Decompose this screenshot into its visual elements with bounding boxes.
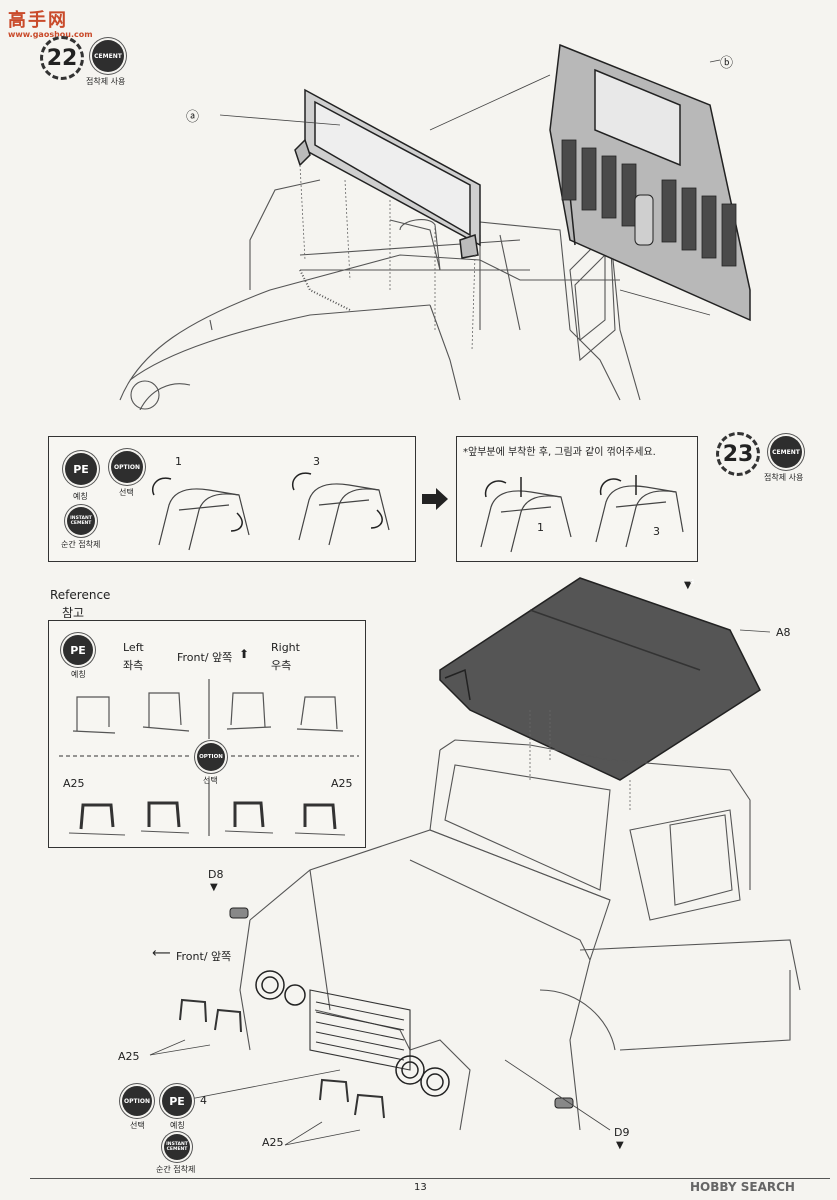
bottom-pe-badge: PE (162, 1086, 192, 1116)
pe-caption: 예칭 (73, 492, 88, 501)
bending-note: *앞부분에 부착한 후, 그림과 같이 꺾어주세요. (463, 447, 656, 458)
reference-panel: PE 예칭 Left 좌측 Front/ 앞쪽 ⬆ Right 우측 OPTIO… (48, 620, 366, 848)
reference-option-badge: OPTION (197, 743, 225, 771)
watermark-bottom: www.gaoshou.com (8, 30, 93, 39)
reference-pe-caption: 예칭 (71, 670, 86, 679)
pe-badge: PE (65, 453, 97, 485)
reference-right-en: Right (271, 641, 300, 654)
roof-part-marker-icon: ▼ (684, 580, 692, 591)
bottom-front-label: Front/ 앞쪽 (176, 950, 232, 963)
bottom-instant-cement-badge: INSTANT CEMENT (164, 1134, 190, 1160)
part-a-label: ⓐ (186, 110, 200, 125)
reference-option-caption: 선택 (203, 776, 218, 785)
bow-number-3-right: 3 (653, 525, 660, 538)
a25-upper-label: A25 (118, 1050, 140, 1063)
reference-a25-right: A25 (331, 777, 353, 790)
option-caption: 선택 (119, 488, 134, 497)
part-b-label: ⓑ (720, 56, 734, 71)
bow-number-1-right: 1 (537, 521, 544, 534)
instant-cement-badge: INSTANT CEMENT (67, 507, 95, 535)
reference-title-ko: 참고 (62, 606, 85, 620)
reference-title-en: Reference (50, 588, 111, 602)
bow-bending-panel-left: PE 예칭 OPTION 선택 INSTANT CEMENT 순간 접착제 1 … (48, 436, 416, 562)
part-a8-label: A8 (776, 626, 791, 639)
reference-left-en: Left (123, 641, 144, 654)
step-23-number: 23 (716, 432, 760, 476)
reference-front: Front/ 앞쪽 (177, 651, 233, 664)
reference-a25-left: A25 (63, 777, 85, 790)
cement-caption-23: 접착제 사용 (764, 473, 804, 482)
step-22-number: 22 (40, 36, 84, 80)
reference-right-ko: 우측 (271, 659, 292, 672)
bow-number-1: 1 (175, 455, 182, 468)
part-d8-label: D8 (208, 868, 224, 881)
a25-lower-label: A25 (262, 1136, 284, 1149)
instant-cement-caption: 순간 접착제 (61, 540, 101, 549)
reference-pe-badge: PE (63, 635, 93, 665)
bottom-pe-caption: 예칭 (170, 1121, 185, 1130)
reference-left-ko: 좌측 (123, 659, 144, 672)
step-22-illustration (119, 43, 751, 410)
step-23-illustration (149, 577, 801, 1146)
part-4-label: 4 (200, 1094, 207, 1107)
page-border-line (30, 1178, 830, 1179)
reference-diagram (59, 679, 359, 836)
watermark: 高手网 www.gaoshou.com (8, 6, 93, 39)
bottom-instant-cement-caption: 순간 접착제 (156, 1165, 196, 1174)
hobby-search-logo: HOBBY SEARCH (690, 1180, 795, 1194)
bow-bending-drawing-left (152, 472, 390, 551)
option-badge: OPTION (111, 451, 143, 483)
cement-badge-22: CEMENT (92, 40, 124, 72)
bow-bending-drawing-right (480, 475, 684, 553)
bottom-option-badge: OPTION (122, 1086, 152, 1116)
watermark-top: 高手网 (8, 10, 68, 31)
part-d9-label: D9 (614, 1126, 630, 1139)
cement-badge-23: CEMENT (770, 436, 802, 468)
front-arrow-icon: ⬆ (239, 647, 250, 661)
bow-bending-panel-right: *앞부분에 부착한 후, 그림과 같이 꺾어주세요. 1 3 (456, 436, 698, 562)
bottom-option-caption: 선택 (130, 1121, 145, 1130)
next-arrow-icon (422, 488, 448, 510)
roof-part-number: 4 (690, 578, 695, 586)
cement-caption-22: 접착제 사용 (86, 77, 126, 86)
page-number: 13 (414, 1182, 427, 1193)
bow-number-3: 3 (313, 455, 320, 468)
d9-marker-icon: ▼ (616, 1140, 624, 1151)
d8-marker-icon: ▼ (210, 882, 218, 893)
front-left-arrow-icon: ⟵ (152, 946, 171, 961)
